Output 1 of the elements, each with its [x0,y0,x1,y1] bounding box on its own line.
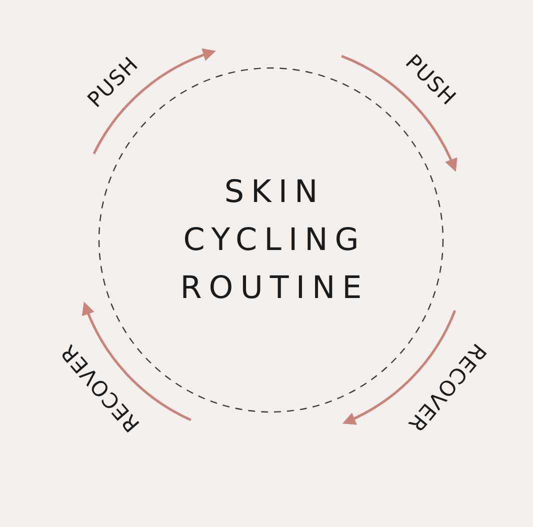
center-title: SKIN CYCLING ROUTINE [179,173,370,308]
